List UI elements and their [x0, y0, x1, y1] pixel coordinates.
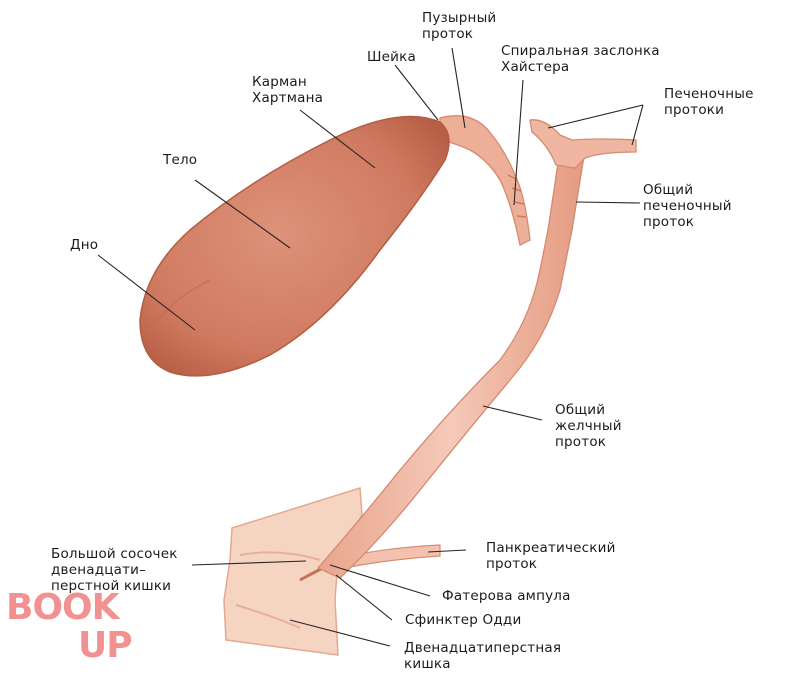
duodenum-shape: [223, 487, 363, 656]
label-common-hepatic-duct: Общий печеночный проток: [643, 182, 732, 230]
hepatic-ducts-shape: [529, 119, 637, 169]
label-duodenum: Двенадцатиперстная кишка: [404, 640, 562, 672]
watermark-logo-up: UP: [78, 625, 133, 666]
label-hepatic-ducts: Печеночные протоки: [664, 86, 754, 118]
leader-lines: [97, 47, 644, 647]
label-neck: Шейка: [367, 49, 416, 65]
label-body: Тело: [163, 152, 198, 168]
label-cystic-duct: Пузырный проток: [422, 10, 497, 42]
label-common-bile-duct: Общий желчный проток: [555, 402, 622, 450]
label-oddi-sphincter: Сфинктер Одди: [405, 612, 522, 628]
watermark-logo-book: BOOK: [6, 587, 120, 628]
cystic-duct-shape: [439, 115, 531, 246]
label-hartmann-pouch: Карман Хартмана: [252, 74, 324, 106]
label-heister-valve: Спиральная заслонка Хайстера: [501, 43, 660, 75]
label-pancreatic-duct: Панкреатический проток: [486, 540, 616, 572]
label-bottom: Дно: [70, 237, 99, 253]
label-vater-ampulla: Фатерова ампула: [442, 588, 571, 604]
label-major-papilla: Большой сосочек двенадцати– перстной киш…: [51, 546, 178, 594]
gallbladder-shape: [139, 115, 450, 377]
